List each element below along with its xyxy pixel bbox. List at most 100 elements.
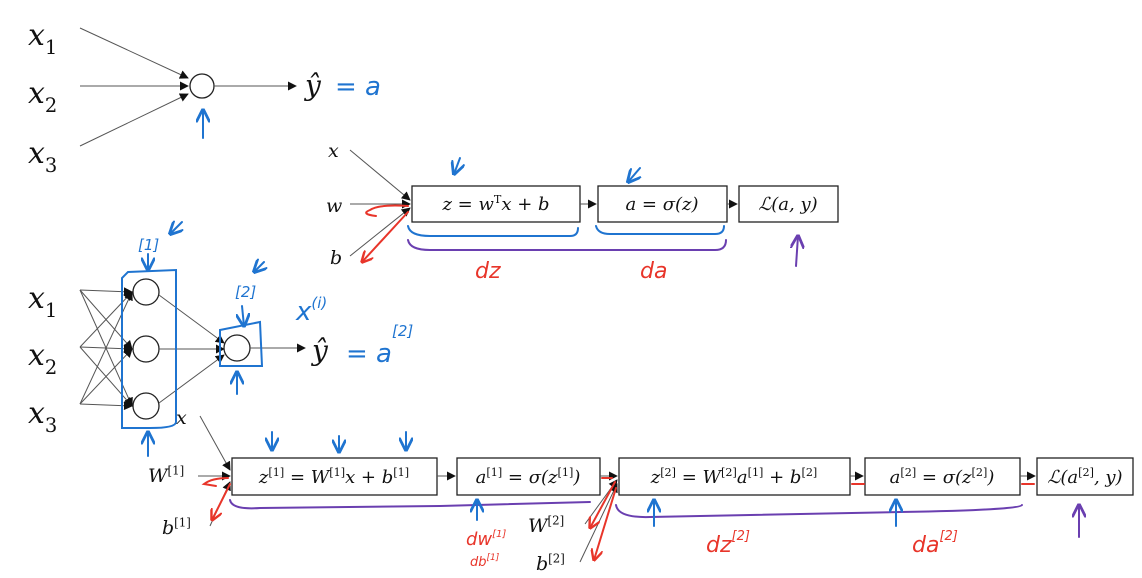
math-text: ŷ	[303, 69, 322, 102]
brace-dz-blue	[407, 225, 579, 237]
edge-x3-h3	[79, 401, 133, 411]
x-text: x	[295, 297, 312, 327]
annotation-da: da	[640, 259, 667, 284]
superscript: [1]	[268, 466, 284, 479]
math-text: x	[28, 18, 45, 53]
subscript: 1	[45, 36, 57, 59]
edge-b	[349, 207, 411, 257]
dw-superscript: [1]	[492, 529, 506, 540]
superscript: T	[494, 193, 502, 206]
annotation-layer1: [1]	[138, 236, 159, 254]
subscript: 1	[45, 299, 57, 322]
math-text: x + b	[501, 194, 549, 215]
subscript: 2	[45, 94, 57, 117]
superscript: [2]	[548, 551, 565, 565]
eq-loss: ℒ(a[2], y)	[1047, 466, 1122, 488]
math-text: W	[528, 515, 549, 537]
superscript: [2]	[801, 466, 817, 479]
edge-h1-out	[158, 294, 225, 344]
superscript: [2]	[660, 466, 676, 479]
box-a1	[456, 457, 601, 496]
backprop-arrow-w	[365, 204, 409, 217]
math-text: z	[650, 467, 661, 488]
superscript: [2]	[548, 513, 565, 527]
superscript: [2]	[900, 466, 916, 479]
hidden-neuron-3	[132, 392, 160, 420]
annotation-dw1: dw[1]	[466, 529, 506, 550]
subscript: 3	[45, 414, 57, 437]
edge-x2-h1	[79, 291, 133, 348]
math-text: ℒ(a, y)	[758, 194, 817, 215]
math-text: = W	[676, 467, 723, 488]
superscript: [1]	[168, 463, 185, 477]
dz-text: dz	[706, 533, 732, 558]
annotation-equals-a: = a	[335, 72, 381, 102]
eq-superscript: [2]	[392, 322, 413, 340]
layer1-edges	[79, 287, 133, 411]
hidden-neuron-1	[132, 278, 160, 306]
annotation-arrow	[242, 305, 244, 326]
logistic-computation-graph: x w b z = wTx + b a = σ(z) ℒ(a, y) dz da	[326, 140, 839, 284]
edge-x1-node	[79, 27, 189, 79]
two-layer-network: x1 x2 x3 ŷ [1] [2] x(i) = a[2]	[28, 222, 413, 457]
x-superscript: (i)	[311, 294, 327, 312]
input-x1: x1	[28, 281, 57, 322]
input-x: x	[176, 407, 187, 429]
db-text: db	[470, 555, 487, 570]
edge-x3-node	[79, 93, 189, 147]
annotation-equals-a2: = a[2]	[346, 322, 413, 369]
annotation-example-x: x(i)	[295, 294, 327, 327]
input-x3: x3	[28, 136, 57, 177]
eq-a1: a[1] = σ(z[1])	[476, 466, 581, 488]
brace-da-blue	[595, 225, 725, 235]
input-x2: x2	[28, 338, 57, 379]
superscript: [1]	[558, 466, 574, 479]
math-text: x	[28, 396, 45, 431]
annotation-dz: dz	[475, 259, 501, 284]
math-text: z = w	[441, 194, 494, 215]
math-text: ℒ(a	[1047, 467, 1078, 488]
math-text: x	[28, 76, 45, 111]
input-x1: x1	[28, 18, 57, 59]
math-text: x + b	[345, 467, 393, 488]
edge-x3-h1	[79, 291, 133, 405]
math-text: a = σ(z)	[625, 194, 698, 215]
math-text: = σ(z	[916, 467, 972, 488]
box-z1	[231, 457, 438, 496]
input-w: w	[326, 195, 342, 217]
eq-a2: a[2] = σ(z[2])	[890, 466, 995, 488]
box-loss	[738, 185, 839, 223]
output-yhat: ŷ	[303, 69, 322, 102]
box-a	[597, 185, 728, 223]
math-text: = W	[284, 467, 331, 488]
superscript: [2]	[1078, 466, 1094, 479]
eq-a: a = σ(z)	[625, 194, 698, 215]
math-text: a	[476, 467, 487, 488]
brace-purple-1	[229, 499, 591, 510]
param-W2: W[2]	[528, 513, 564, 537]
annotation-arrow	[628, 167, 640, 182]
math-text: W	[148, 465, 169, 487]
db-superscript: [1]	[487, 553, 500, 563]
eq-z2: z[2] = W[2]a[1] + b[2]	[650, 466, 818, 488]
eq-text: = a	[346, 339, 392, 369]
math-text: b	[162, 517, 174, 539]
backprop-arrow-W1	[201, 477, 229, 487]
math-text: )	[572, 467, 580, 488]
superscript: [2]	[972, 466, 988, 479]
math-text: a	[737, 467, 748, 488]
eq-z: z = wTx + b	[441, 193, 549, 215]
input-x: x	[328, 140, 339, 162]
math-text: , y)	[1094, 467, 1123, 488]
superscript: [1]	[486, 466, 502, 479]
subscript: 2	[45, 356, 57, 379]
neuron	[189, 73, 215, 99]
two-layer-computation-graph: x W[1] b[1] z[1] = W[1]x + b[1] a[1] = σ…	[148, 407, 1134, 575]
dz-superscript: [2]	[732, 529, 750, 544]
math-text: = σ(z	[502, 467, 558, 488]
edge-x	[349, 149, 411, 201]
math-text: a	[890, 467, 901, 488]
edge-x3-h2	[79, 348, 133, 405]
hidden-neuron-2	[132, 335, 160, 363]
